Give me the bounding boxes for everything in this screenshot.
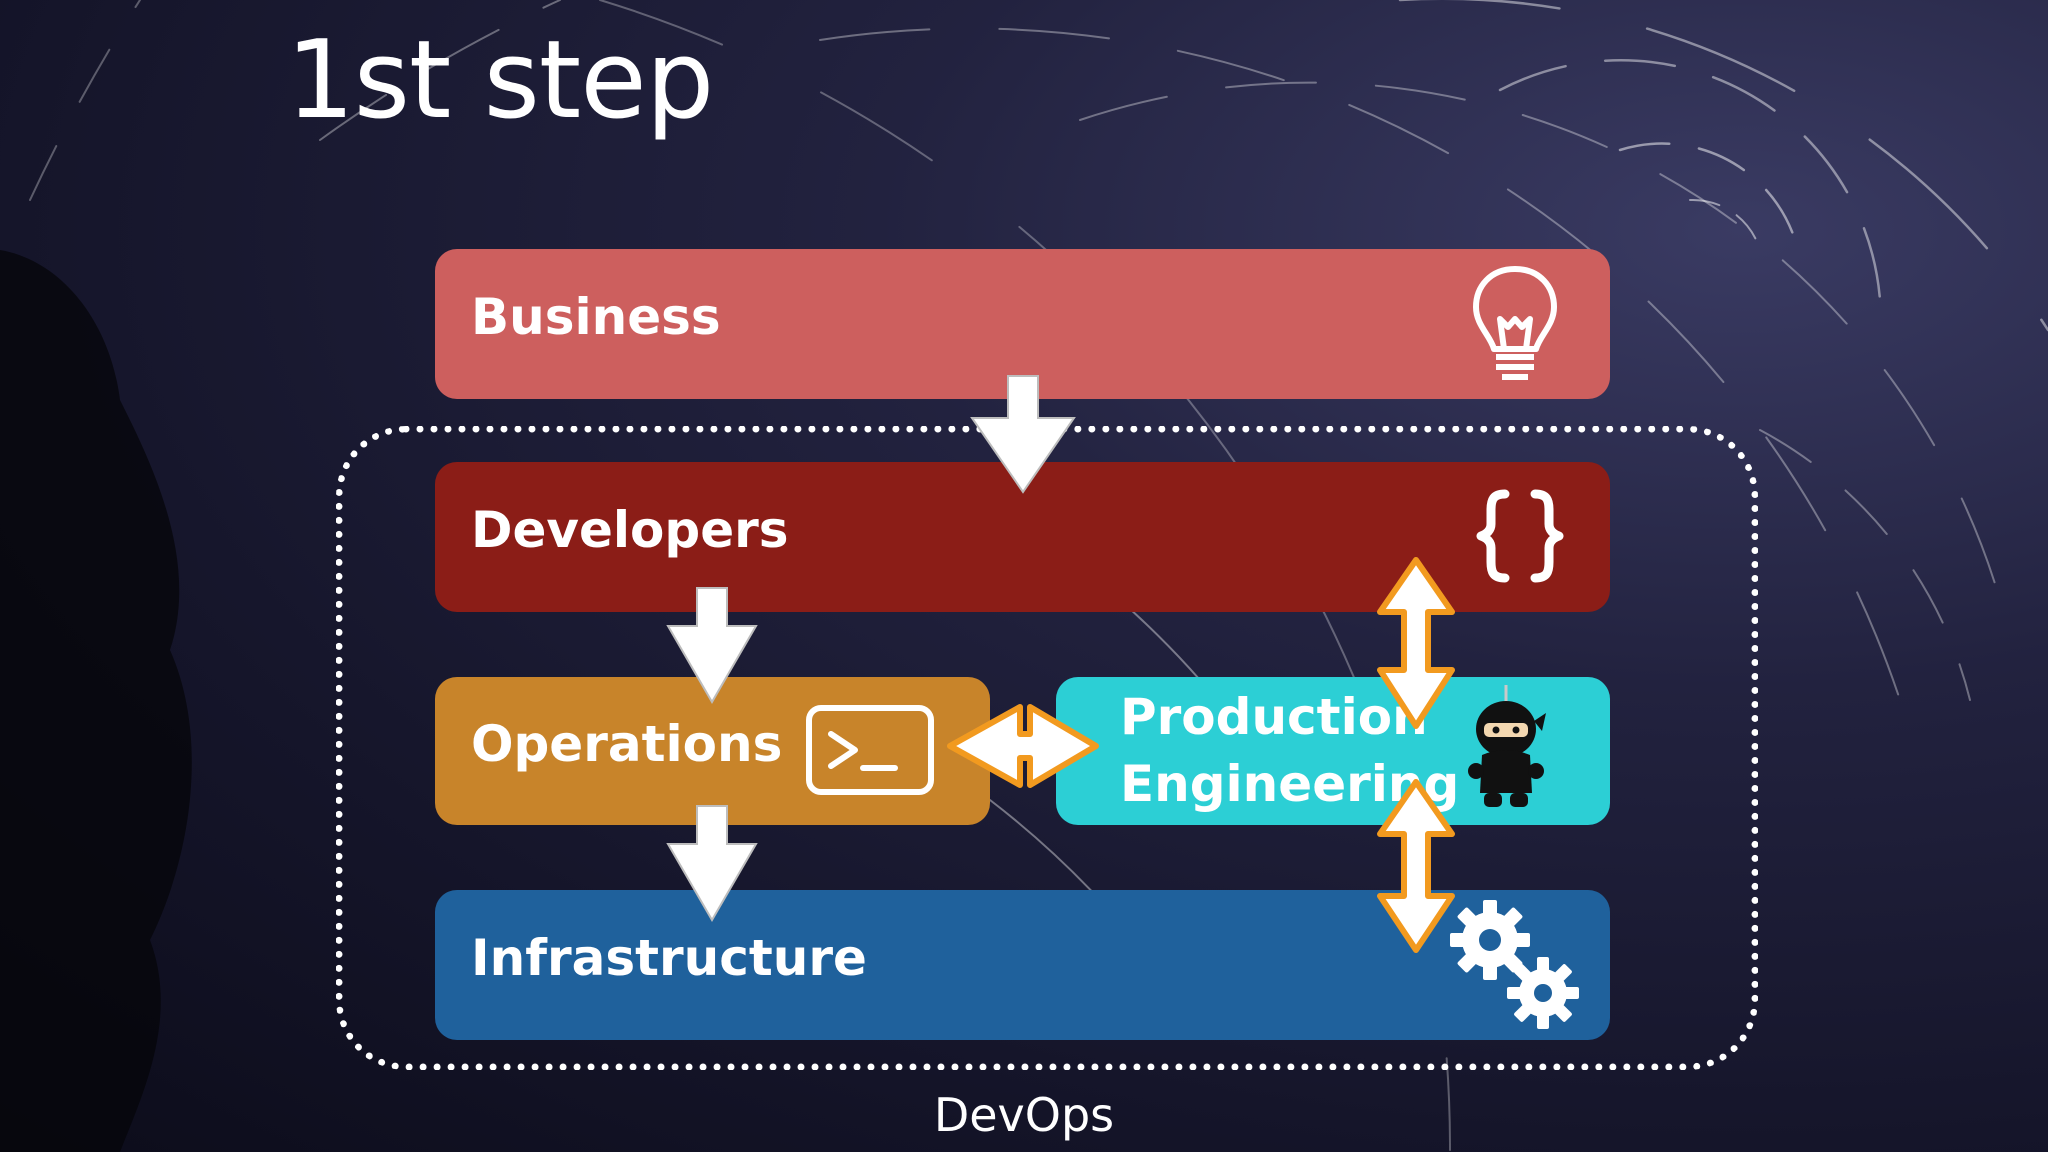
production-label-line1: Production <box>1120 688 1428 746</box>
operations-label: Operations <box>471 715 783 773</box>
devops-group-label: DevOps <box>933 1088 1115 1142</box>
terminal-icon <box>806 705 934 795</box>
production-engineering-label: Production Engineering <box>1120 677 1459 818</box>
lightbulb-icon <box>1473 266 1557 380</box>
production-engineering-layer: Production Engineering <box>1056 677 1610 825</box>
infrastructure-label: Infrastructure <box>471 929 867 987</box>
business-layer: Business <box>435 249 1610 399</box>
production-label-line2: Engineering <box>1120 755 1460 813</box>
developers-label: Developers <box>471 501 789 559</box>
curly-braces-icon <box>1476 489 1564 583</box>
ninja-icon <box>1468 685 1546 807</box>
gears-icon <box>1450 900 1579 1029</box>
slide-title: 1st step <box>286 18 714 143</box>
business-label: Business <box>471 288 721 346</box>
infrastructure-layer: Infrastructure <box>435 890 1610 1040</box>
operations-layer: Operations <box>435 677 990 825</box>
developers-layer: Developers <box>435 462 1610 612</box>
